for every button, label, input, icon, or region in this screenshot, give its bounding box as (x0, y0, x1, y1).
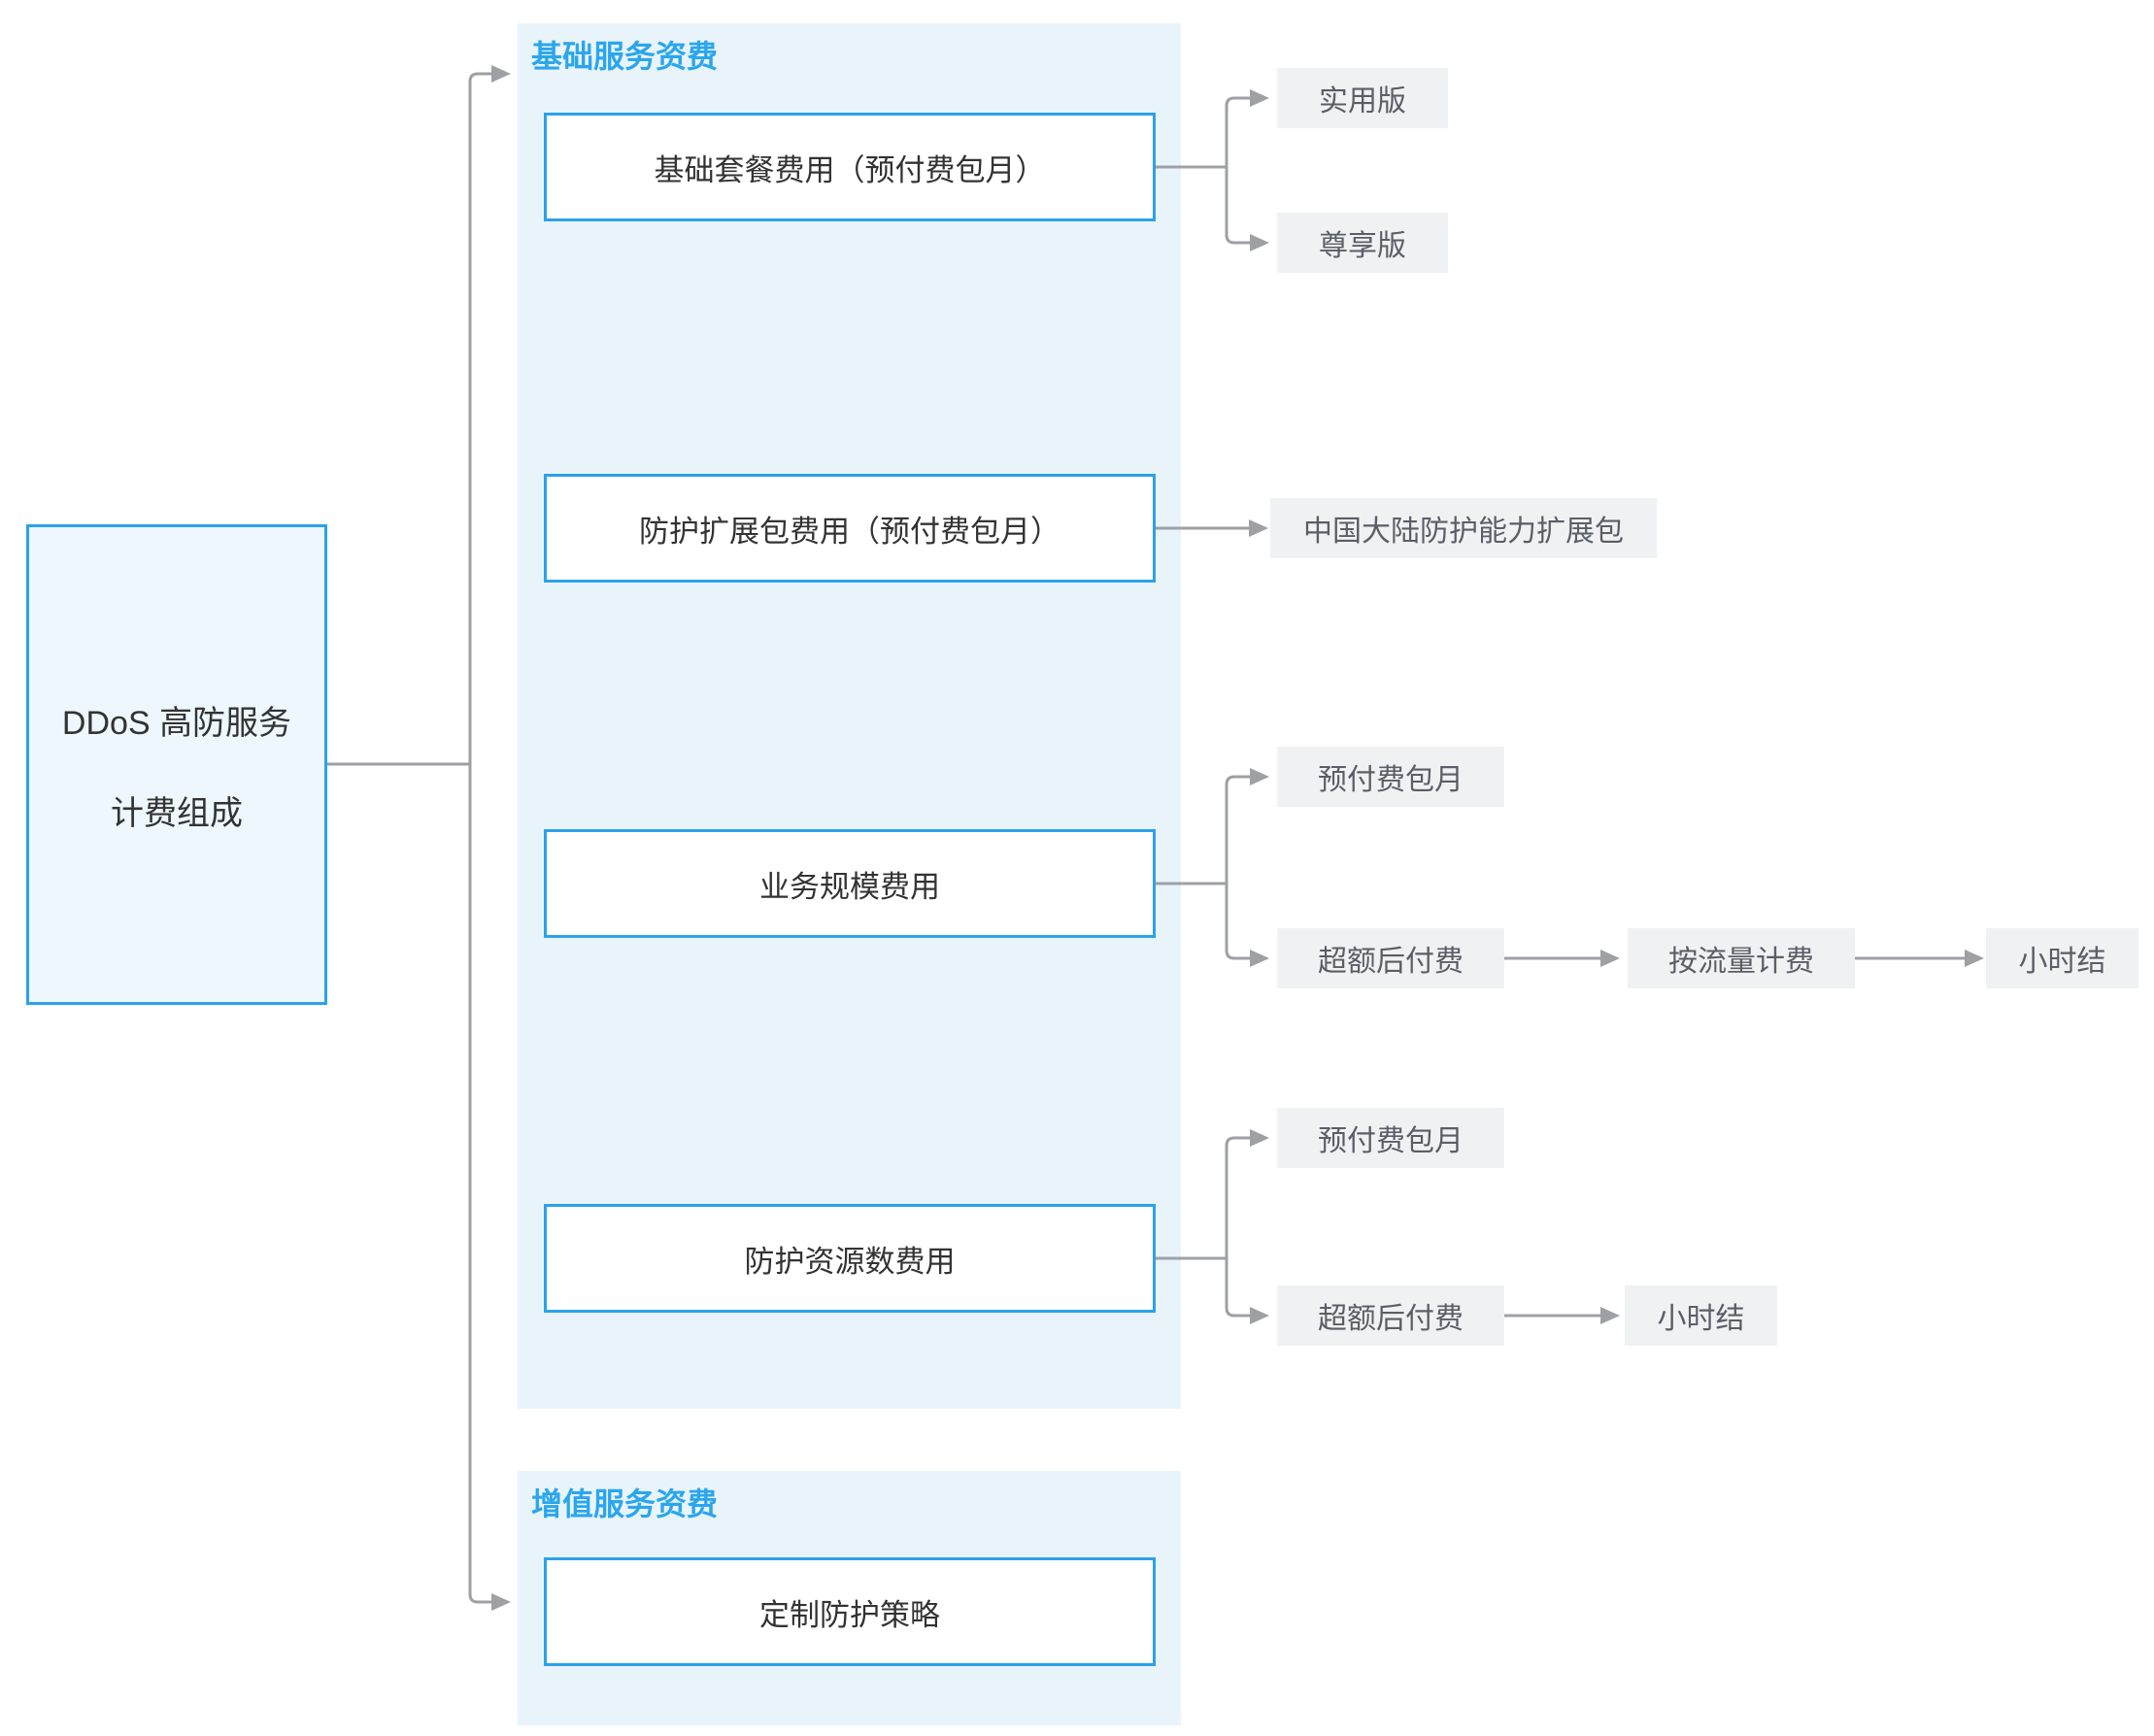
root-node-line2: 计费组成 (111, 794, 243, 832)
leaf-practical-edition: 实用版 (1277, 68, 1448, 128)
arrowhead-premium (1250, 234, 1269, 251)
arrowhead-hourly-a (1965, 950, 1984, 967)
arrowhead-practical (1250, 89, 1269, 107)
node-protection-resources: 防护资源数费用 (544, 1204, 1156, 1313)
leaf-traffic-billing: 按流量计费 (1628, 928, 1855, 988)
leaf-prepaid-monthly-business: 预付费包月 (1277, 747, 1504, 807)
leaf-premium-edition: 尊享版 (1277, 213, 1448, 273)
leaf-prepaid-monthly-resources: 预付费包月 (1277, 1108, 1504, 1168)
section-title-value-added: 增值服务资费 (531, 1486, 719, 1521)
connector-to-premium (1225, 167, 1252, 245)
leaf-overage-postpaid-resources: 超额后付费 (1277, 1285, 1504, 1346)
node-protection-expansion: 防护扩展包费用（预付费包月） (544, 474, 1156, 583)
arrowhead-hourly-b (1600, 1307, 1620, 1324)
basic-services-panel (518, 23, 1181, 1409)
arrowhead-basic-services (491, 65, 511, 83)
leaf-hourly-settlement-business: 小时结 (1986, 928, 2138, 988)
arrowhead-overage-a (1250, 950, 1269, 967)
node-basic-package: 基础套餐费用（预付费包月） (544, 113, 1156, 221)
arrowhead-value-added (491, 1593, 511, 1611)
leaf-mainland-expansion-pack: 中国大陆防护能力扩展包 (1270, 498, 1657, 558)
leaf-hourly-settlement-resources: 小时结 (1625, 1285, 1777, 1346)
arrowhead-traffic-billing (1600, 950, 1620, 967)
connector-to-prepaid-a (1225, 775, 1252, 884)
arrowhead-prepaid-b (1250, 1129, 1269, 1147)
connector-to-practical (1225, 96, 1252, 167)
leaf-overage-postpaid-business: 超额后付费 (1277, 928, 1504, 988)
connector-to-overage-b (1225, 1258, 1252, 1318)
connector-to-prepaid-b (1225, 1136, 1252, 1258)
arrowhead-overage-b (1250, 1307, 1269, 1324)
arrowhead-mainland-pack (1249, 519, 1268, 537)
root-node-line1: DDoS 高防服务 (61, 704, 292, 742)
connector-trunk-top (468, 72, 493, 764)
arrowhead-prepaid-a (1250, 768, 1269, 785)
node-business-scale: 业务规模费用 (544, 829, 1156, 938)
connector-to-overage-a (1225, 884, 1252, 960)
node-custom-policy: 定制防护策略 (544, 1557, 1156, 1666)
connector-trunk-bottom (468, 764, 493, 1604)
section-title-basic-services: 基础服务资费 (531, 39, 719, 74)
root-node: DDoS 高防服务 计费组成 (26, 524, 327, 1005)
